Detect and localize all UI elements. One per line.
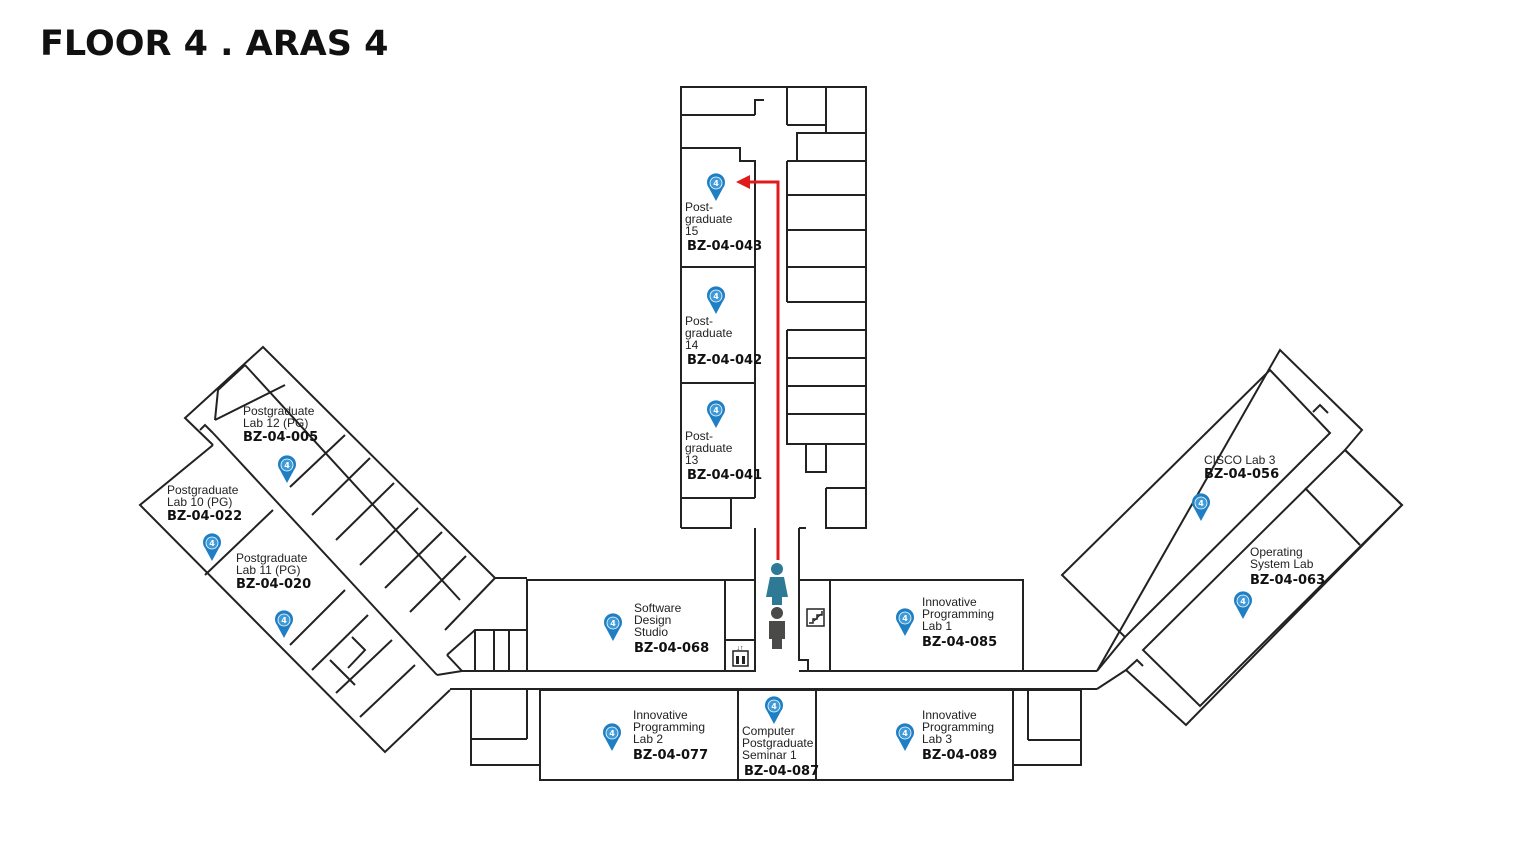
room-pin-icon[interactable]: 4	[203, 533, 222, 561]
room-name: Software	[634, 601, 682, 615]
room-pin-icon[interactable]: 4	[895, 608, 915, 636]
room-pin-icon[interactable]: 4	[602, 723, 622, 751]
room-name: Postgraduate	[167, 483, 239, 497]
room-name: CISCO Lab 3	[1204, 453, 1276, 467]
room-name: graduate	[685, 212, 733, 226]
room-code: BZ-04-089	[922, 748, 997, 763]
room-name: Programming	[633, 720, 705, 734]
right-wing	[1060, 348, 1404, 727]
room-code: BZ-04-085	[922, 635, 997, 650]
room-code: BZ-04-077	[633, 748, 708, 763]
pin-floor-number: 4	[610, 619, 616, 628]
page-title: FLOOR 4 . ARAS 4	[40, 24, 389, 64]
male-toilet-icon	[769, 607, 785, 649]
room-name: Innovative	[922, 595, 977, 609]
stairs-icon	[806, 608, 825, 627]
room-name: Post-	[685, 314, 713, 328]
female-toilet-icon	[766, 563, 788, 605]
room-code: BZ-04-020	[236, 577, 311, 592]
room-name: Post-	[685, 200, 713, 214]
room-pin-icon[interactable]: 4	[1234, 591, 1252, 619]
room-code: BZ-04-005	[243, 430, 318, 445]
pin-floor-number: 4	[284, 461, 290, 470]
pin-floor-number: 4	[1198, 499, 1204, 508]
room-name: Innovative	[922, 708, 977, 722]
middle-band	[446, 577, 1097, 781]
room-code: BZ-04-063	[1250, 573, 1325, 588]
room-name: Programming	[922, 720, 994, 734]
room-pin-icon[interactable]: 4	[278, 455, 296, 483]
room-name: Programming	[922, 607, 994, 621]
room-name: Operating	[1250, 545, 1303, 559]
room-code: BZ-04-022	[167, 509, 242, 524]
pin-floor-number: 4	[1240, 597, 1246, 606]
svg-text:↓↑: ↓↑	[737, 645, 744, 652]
room-name: Lab 10 (PG)	[167, 495, 232, 509]
left-wing	[138, 345, 496, 754]
room-name: Innovative	[633, 708, 688, 722]
central-wing	[680, 86, 867, 580]
route-arrow-icon	[736, 175, 750, 189]
pin-floor-number: 4	[902, 729, 908, 738]
pin-floor-number: 4	[609, 729, 615, 738]
room-code: BZ-04-041	[687, 468, 762, 483]
room-label[interactable]: CISCO Lab 3BZ-04-056	[1204, 453, 1279, 482]
room-name: System Lab	[1250, 557, 1314, 571]
room-pin-icon[interactable]: 4	[706, 173, 725, 201]
elevator-icon: ↓↑	[732, 645, 749, 667]
room-name: Lab 2	[633, 732, 663, 746]
room-name: Lab 1	[922, 619, 952, 633]
room-name: Lab 3	[922, 732, 952, 746]
room-name: graduate	[685, 441, 733, 455]
room-name: 13	[685, 453, 699, 467]
room-name: Computer	[742, 724, 795, 738]
pin-floor-number: 4	[771, 702, 777, 711]
room-name: Postgraduate	[742, 736, 814, 750]
room-pin-icon[interactable]: 4	[707, 286, 726, 314]
room-code: BZ-04-042	[687, 353, 762, 368]
room-code: BZ-04-056	[1204, 467, 1279, 482]
room-name: Lab 11 (PG)	[236, 563, 300, 577]
room-pin-icon[interactable]: 4	[1192, 493, 1210, 521]
room-name: Postgraduate	[236, 551, 308, 565]
room-code: BZ-04-043	[687, 239, 762, 254]
pin-floor-number: 4	[713, 406, 719, 415]
room-code: BZ-04-068	[634, 641, 709, 656]
room-pin-icon[interactable]: 4	[707, 400, 726, 428]
room-name: Design	[634, 613, 671, 627]
pin-floor-number: 4	[281, 616, 287, 625]
room-pin-icon[interactable]: 4	[764, 696, 783, 724]
room-name: 15	[685, 224, 699, 238]
room-name: Seminar 1	[742, 748, 797, 762]
room-pin-icon[interactable]: 4	[275, 610, 293, 638]
room-name: Lab 12 (PG)	[243, 416, 308, 430]
room-pin-icon[interactable]: 4	[604, 613, 622, 641]
room-code: BZ-04-087	[744, 764, 819, 779]
pin-floor-number: 4	[713, 292, 719, 301]
room-name: 14	[685, 338, 699, 352]
route-path	[736, 175, 780, 560]
room-pin-icon[interactable]: 4	[895, 723, 915, 751]
pin-floor-number: 4	[902, 614, 908, 623]
pin-floor-number: 4	[209, 539, 215, 548]
room-name: Postgraduate	[243, 404, 315, 418]
room-name: Studio	[634, 625, 668, 639]
room-name: Post-	[685, 429, 713, 443]
pin-floor-number: 4	[713, 179, 719, 188]
room-name: graduate	[685, 326, 733, 340]
